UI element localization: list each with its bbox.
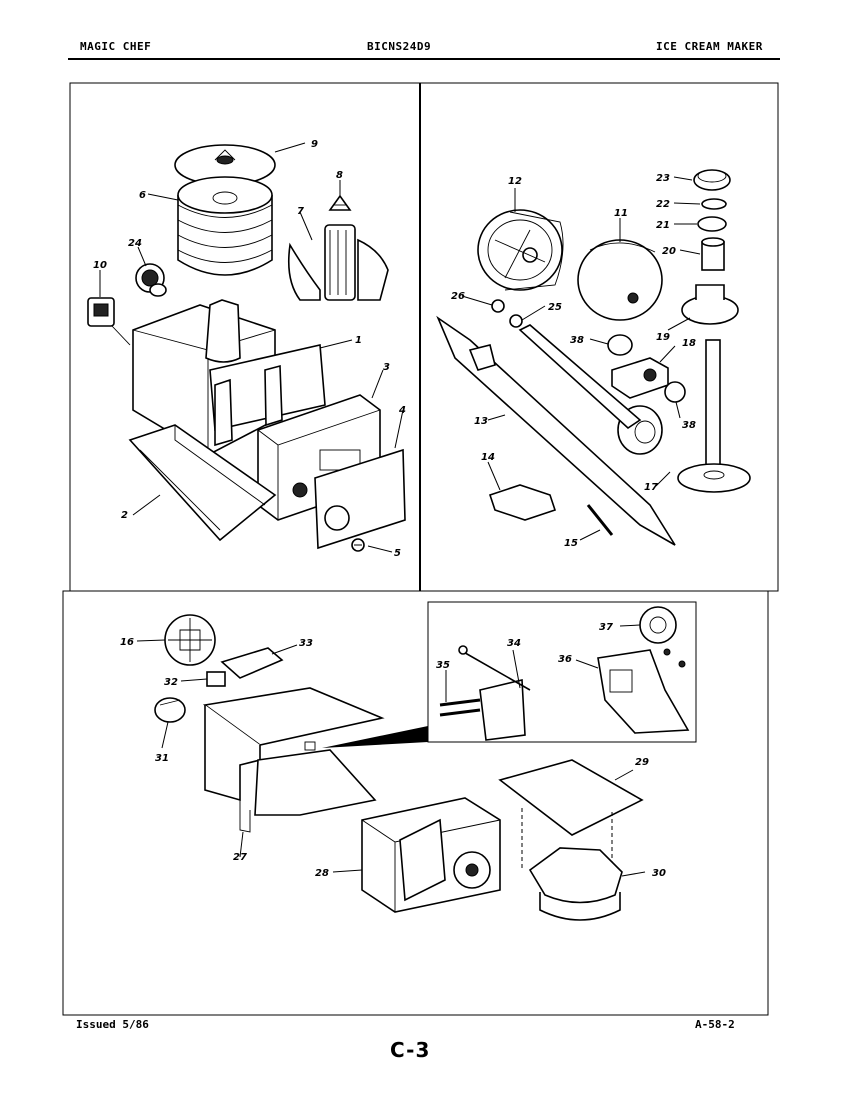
shaft-part-17	[677, 339, 751, 493]
callout-33: 33	[299, 638, 313, 649]
bucket-part-6	[177, 176, 273, 276]
callout-12: 12	[508, 176, 522, 187]
callout-20: 20	[662, 246, 676, 257]
callout-9: 9	[311, 139, 318, 150]
leaders-top-left	[99, 142, 404, 553]
callout-37: 37	[599, 622, 613, 633]
detail-box	[322, 601, 697, 748]
callout-35: 35	[436, 660, 450, 671]
leaders-bottom	[136, 624, 646, 877]
gear-part-19	[681, 284, 739, 325]
base-part-2	[128, 424, 277, 542]
page-number: C-3	[390, 1038, 431, 1062]
callout-4: 4	[398, 405, 406, 416]
callout-8: 8	[336, 170, 343, 181]
callout-25: 25	[548, 302, 562, 313]
washer-part-38a	[607, 334, 633, 356]
cap-part-23	[693, 169, 731, 191]
plate-part-4	[314, 448, 406, 550]
knob-part-24	[135, 263, 167, 297]
issued-date: Issued 5/86	[76, 1018, 149, 1031]
section-title: ICE CREAM MAKER	[656, 40, 763, 53]
motor-part-28	[361, 797, 501, 913]
callout-14: 14	[481, 452, 495, 463]
callout-30: 30	[652, 868, 666, 879]
fan-part-30	[528, 847, 623, 921]
brand-label: MAGIC CHEF	[80, 40, 152, 53]
nut-part-26	[491, 299, 505, 313]
drum-part-12	[477, 209, 564, 291]
callout-labels: 9 6 8 7 24 10 1 3 4 5 2 12 11 23 22 21 2…	[93, 139, 696, 879]
callout-11: 11	[614, 208, 628, 219]
callout-2: 2	[121, 510, 128, 521]
callout-22: 22	[656, 199, 670, 210]
document-code: A-58-2	[695, 1018, 735, 1031]
cap-part-8	[328, 194, 352, 211]
callout-23: 23	[656, 173, 670, 184]
axle-part	[518, 324, 642, 430]
callout-19: 19	[656, 332, 670, 343]
screw-part-5	[351, 538, 365, 552]
bracket-part-34	[458, 645, 531, 741]
leaders-top-right	[461, 176, 701, 541]
bearing-part-18	[611, 357, 669, 399]
callout-31: 31	[155, 753, 169, 764]
pin-part-15	[586, 504, 614, 536]
header-rule	[68, 58, 780, 60]
switch-part-10	[87, 297, 131, 346]
callout-36: 36	[558, 654, 572, 665]
callout-15: 15	[564, 538, 578, 549]
callout-10: 10	[93, 260, 107, 271]
callout-17: 17	[644, 482, 658, 493]
bracket-part-14	[488, 484, 557, 521]
washer-part-38b	[664, 381, 686, 403]
callout-3: 3	[383, 362, 390, 373]
clip-part-32	[206, 671, 226, 687]
callout-28: 28	[315, 868, 329, 879]
ring-part-22	[701, 198, 727, 210]
model-number: BICNS24D9	[367, 40, 432, 53]
callout-38a: 38	[570, 335, 584, 346]
callout-6: 6	[139, 190, 146, 201]
callout-38b: 38	[682, 420, 696, 431]
gear-part-37	[639, 606, 686, 668]
latch-part-33	[220, 647, 284, 679]
callout-27: 27	[233, 852, 247, 863]
callout-32: 32	[164, 677, 178, 688]
callout-24: 24	[128, 238, 142, 249]
callout-21: 21	[656, 220, 670, 231]
callout-34: 34	[507, 638, 521, 649]
washer-part-25	[509, 314, 523, 328]
callout-13: 13	[474, 416, 488, 427]
housing-part-27	[202, 687, 385, 833]
agitator-part-13	[436, 315, 676, 546]
callout-7: 7	[297, 206, 304, 217]
lid-part-9	[174, 144, 276, 186]
callout-29: 29	[635, 757, 649, 768]
callout-26: 26	[451, 291, 465, 302]
bushing-part-20	[701, 237, 725, 271]
plate-part-29	[498, 759, 644, 870]
housing-part-11	[577, 239, 663, 321]
housing-part-1	[132, 299, 326, 456]
cam-part-31	[154, 697, 186, 723]
gear-part-16	[164, 614, 216, 666]
callout-5: 5	[394, 548, 401, 559]
callout-18: 18	[682, 338, 696, 349]
washer-part-21	[697, 216, 727, 232]
callout-1: 1	[355, 335, 362, 346]
plate-part-36	[597, 649, 690, 734]
screws-part-35	[439, 698, 481, 717]
callout-16: 16	[120, 637, 134, 648]
dasher-part-7	[287, 224, 389, 301]
panel-frames	[62, 82, 779, 1016]
